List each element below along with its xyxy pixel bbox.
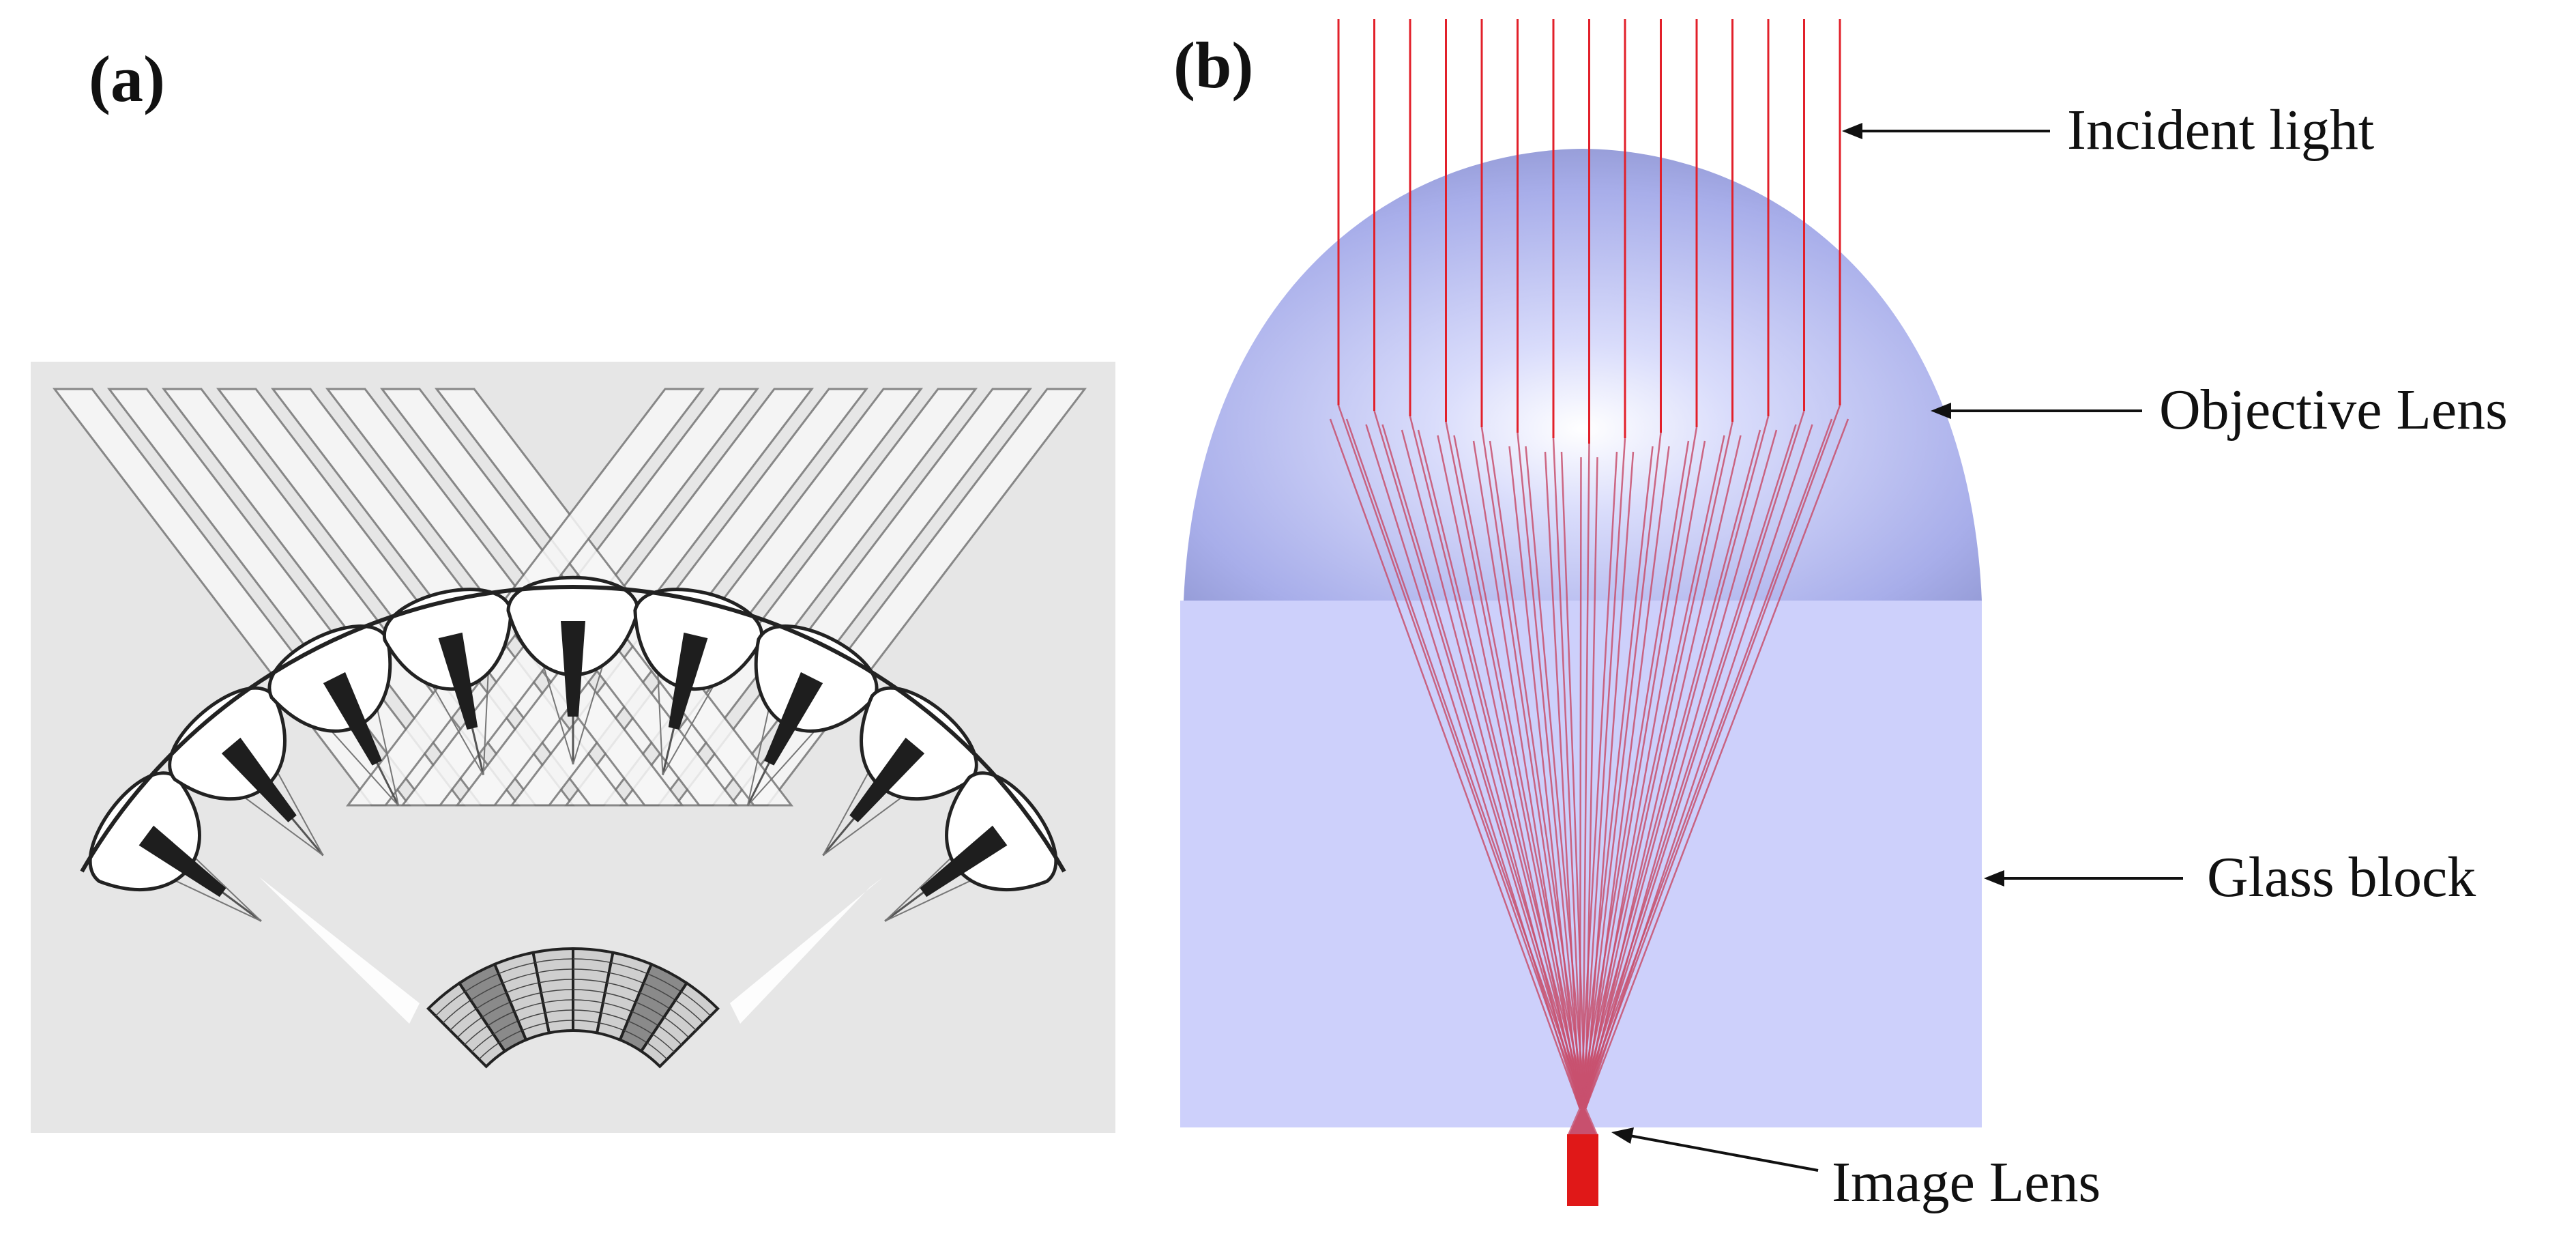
retina-line [652,1033,675,1053]
refracted-ray [1584,440,1706,1110]
refracted-ray [1579,451,1618,1110]
refracted-ray [1409,416,1584,1110]
retina-line [669,1008,697,1031]
refracted-ray [1584,429,1778,1110]
ommatidium [383,588,513,730]
refracted-ray [1579,457,1582,1110]
retina-arc [426,947,720,1069]
ommatidium [920,771,1058,897]
refracted-ray [1579,424,1797,1110]
pigment-cell [668,632,708,730]
refracted-ray [1445,421,1584,1110]
callout-glass-block: Glass block [1984,846,2476,909]
refracted-ray [1581,443,1590,1110]
retina-line [646,1042,668,1060]
refracted-ray [1480,427,1584,1110]
refracted-ray [1525,446,1587,1110]
refracted-ray [1337,405,1584,1110]
pigment-cell [323,672,382,766]
panel-a-compound-eye-diagram: (a) [31,42,1115,1133]
image-lens [1567,1134,1598,1206]
retina-line [680,991,712,1017]
retina-line [658,1025,682,1046]
pigment-cell [849,737,925,822]
refracted-ray [1584,457,1598,1110]
refracted-ray [1581,410,1805,1110]
ommatidium [633,588,763,730]
refracted-ray [1329,418,1581,1110]
incident-light-rays [1329,19,1849,1134]
refracted-ray [1584,446,1670,1110]
ommatidium [88,771,226,897]
refracted-ray [1437,435,1581,1110]
ommatidium [267,624,392,766]
refracted-ray [1584,451,1635,1110]
pigment-cell [920,825,1008,897]
refracted-ray [1579,446,1654,1110]
refracted-ray [1345,418,1587,1110]
refracted-ray [1401,429,1581,1110]
ommatidium [506,575,640,717]
light-cone-right [730,877,883,1024]
refracted-ray [1453,435,1587,1110]
refracted-ray [1517,432,1584,1110]
image-lens-label: Image Lens [1832,1151,2101,1214]
refracted-ray [1373,410,1584,1110]
refracted-ray [1581,416,1770,1110]
retina-line [675,999,704,1024]
image-lens-tip [1569,1104,1596,1134]
refracted-ray [1584,435,1742,1110]
panel-b-artificial-eye-diagram: (b) Incident light Objective Lens Glass … [1173,19,2508,1214]
refracted-ray [1579,435,1725,1110]
objective-lens [1184,149,1982,601]
incident-light-label: Incident light [2067,98,2374,162]
refracted-ray [1381,424,1587,1110]
objective-lens-label: Objective Lens [2159,378,2508,442]
refracted-ray [1552,437,1584,1110]
pigment-cell [561,621,585,717]
callout-objective-lens: Objective Lens [1931,378,2508,442]
refracted-ray [1508,446,1581,1110]
refracted-ray [1365,424,1581,1110]
refracted-ray [1581,437,1626,1110]
refracted-ray [1579,429,1761,1110]
refracted-ray [1560,451,1587,1110]
refracted-ray [1581,405,1841,1110]
pigment-cell [764,672,823,766]
refracted-ray [1472,440,1581,1110]
retina-line [663,1016,690,1038]
refracted-ray [1579,440,1690,1110]
refracted-ray [1581,432,1662,1110]
callout-image-lens: Image Lens [1611,1127,2101,1214]
panel-a-label: (a) [89,42,165,115]
pigment-cell [221,737,297,822]
callout-incident-light: Incident light [1842,98,2374,162]
refracted-ray [1579,418,1833,1110]
refracted-ray [1489,440,1587,1110]
pigment-cell [138,825,226,897]
refracted-ray [1584,424,1813,1110]
panel-b-label: (b) [1173,29,1253,102]
refracted-ray [1417,429,1587,1110]
ommatidia-arc [80,575,1066,897]
ommatidium [849,686,978,822]
refracted-ray [1584,418,1849,1110]
pigment-cell [438,632,478,730]
cornea-arc [80,585,1066,873]
refracted-ray [1581,427,1698,1110]
glass-block-label: Glass block [2207,846,2476,909]
light-cone-left [259,877,420,1024]
refracted-ray [1544,451,1581,1110]
refracted-ray [1581,421,1733,1110]
